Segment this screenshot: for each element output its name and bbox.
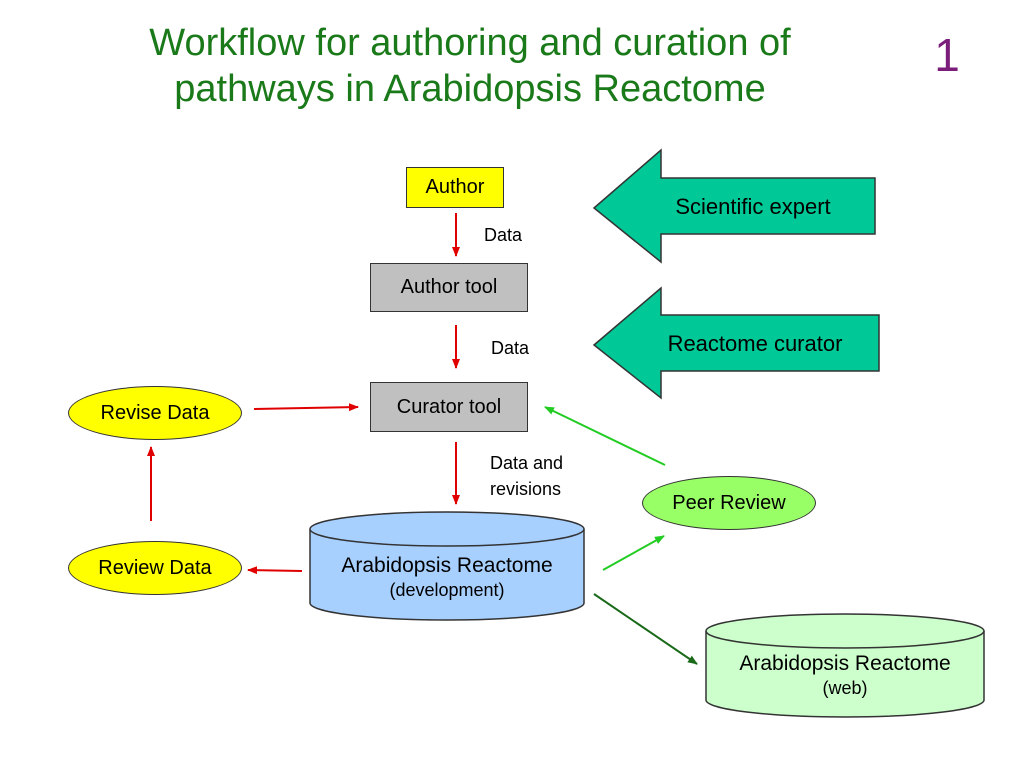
dev-db-name: Arabidopsis Reactome [341,554,553,577]
author-tool-box: Author tool [370,263,528,312]
edge-label-author-data: Data [484,225,523,245]
peer-review-node: Peer Review [642,476,816,530]
arrow-dev-db-to-web-db [593,593,698,665]
edge-label-tool-data: Data [491,338,530,358]
web-db-cylinder [705,613,985,718]
author-label: Author [425,176,485,198]
curator-tool-label: Curator tool [396,395,502,418]
review-data-node: Review Data [68,541,242,595]
web-db-text: Arabidopsis Reactome (web) [706,651,984,699]
arrow-revise-to-curator-tool [253,403,359,412]
title-line-1: Workflow for authoring and curation of [149,22,791,64]
arrow-peer-review-to-curator-tool [544,406,666,466]
curator-tool-box: Curator tool [370,382,528,432]
title-line-2: pathways in Arabidopsis Reactome [174,68,766,110]
dev-db-subtitle: (development) [389,580,505,600]
peer-review-label: Peer Review [672,491,786,514]
revise-data-node: Revise Data [68,386,242,440]
slide-number: 1 [934,29,960,81]
edge-label-line-1: Data and [490,453,564,473]
arrow-dev-db-to-peer-review [602,535,665,571]
web-db-name: Arabidopsis Reactome [739,652,951,675]
arrow-dev-db-to-review-data [247,566,303,575]
author-tool-label: Author tool [400,276,498,298]
review-data-label: Review Data [98,556,212,579]
edge-label-data-and-revisions: Data and revisions [490,450,563,502]
web-db-subtitle: (web) [822,678,868,698]
reactome-curator-label: Reactome curator [667,331,843,356]
dev-db-cylinder [309,511,585,621]
edge-label-line-2: revisions [490,479,562,499]
scientific-expert-label: Scientific expert [675,194,831,219]
revise-data-label: Revise Data [100,401,210,424]
author-box: Author [406,167,504,208]
slide-title: Workflow for authoring and curation of p… [100,20,840,112]
reactome-curator-arrow-shape [592,286,880,400]
dev-db-text: Arabidopsis Reactome (development) [310,553,584,601]
scientific-expert-arrow-shape [592,148,876,264]
